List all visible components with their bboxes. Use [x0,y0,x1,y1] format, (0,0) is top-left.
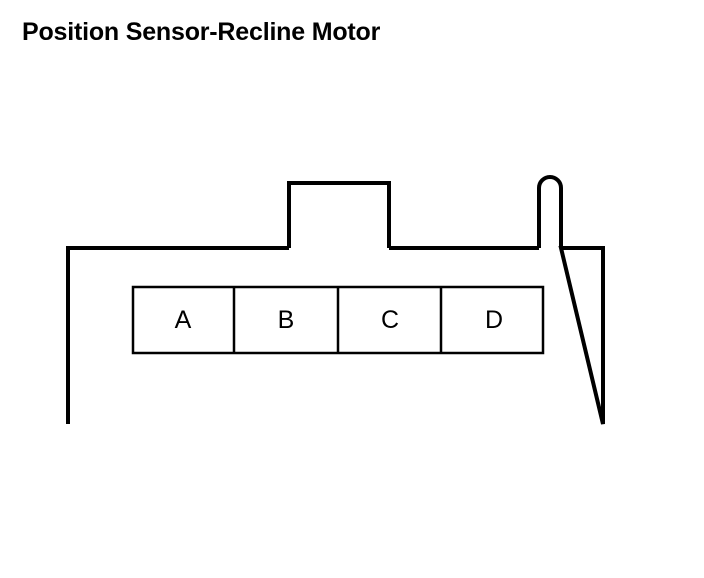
connector-locking-tab [287,181,391,248]
diagram-title: Position Sensor-Recline Motor [22,18,381,46]
pin-a-label: A [175,306,192,334]
connector-housing [66,246,605,425]
connector-latch [537,175,563,248]
pin-c-label: C [381,306,399,334]
pin-d-label: D [485,306,503,334]
pin-b-label: B [278,306,295,334]
pin-row: A B C D [131,285,545,355]
